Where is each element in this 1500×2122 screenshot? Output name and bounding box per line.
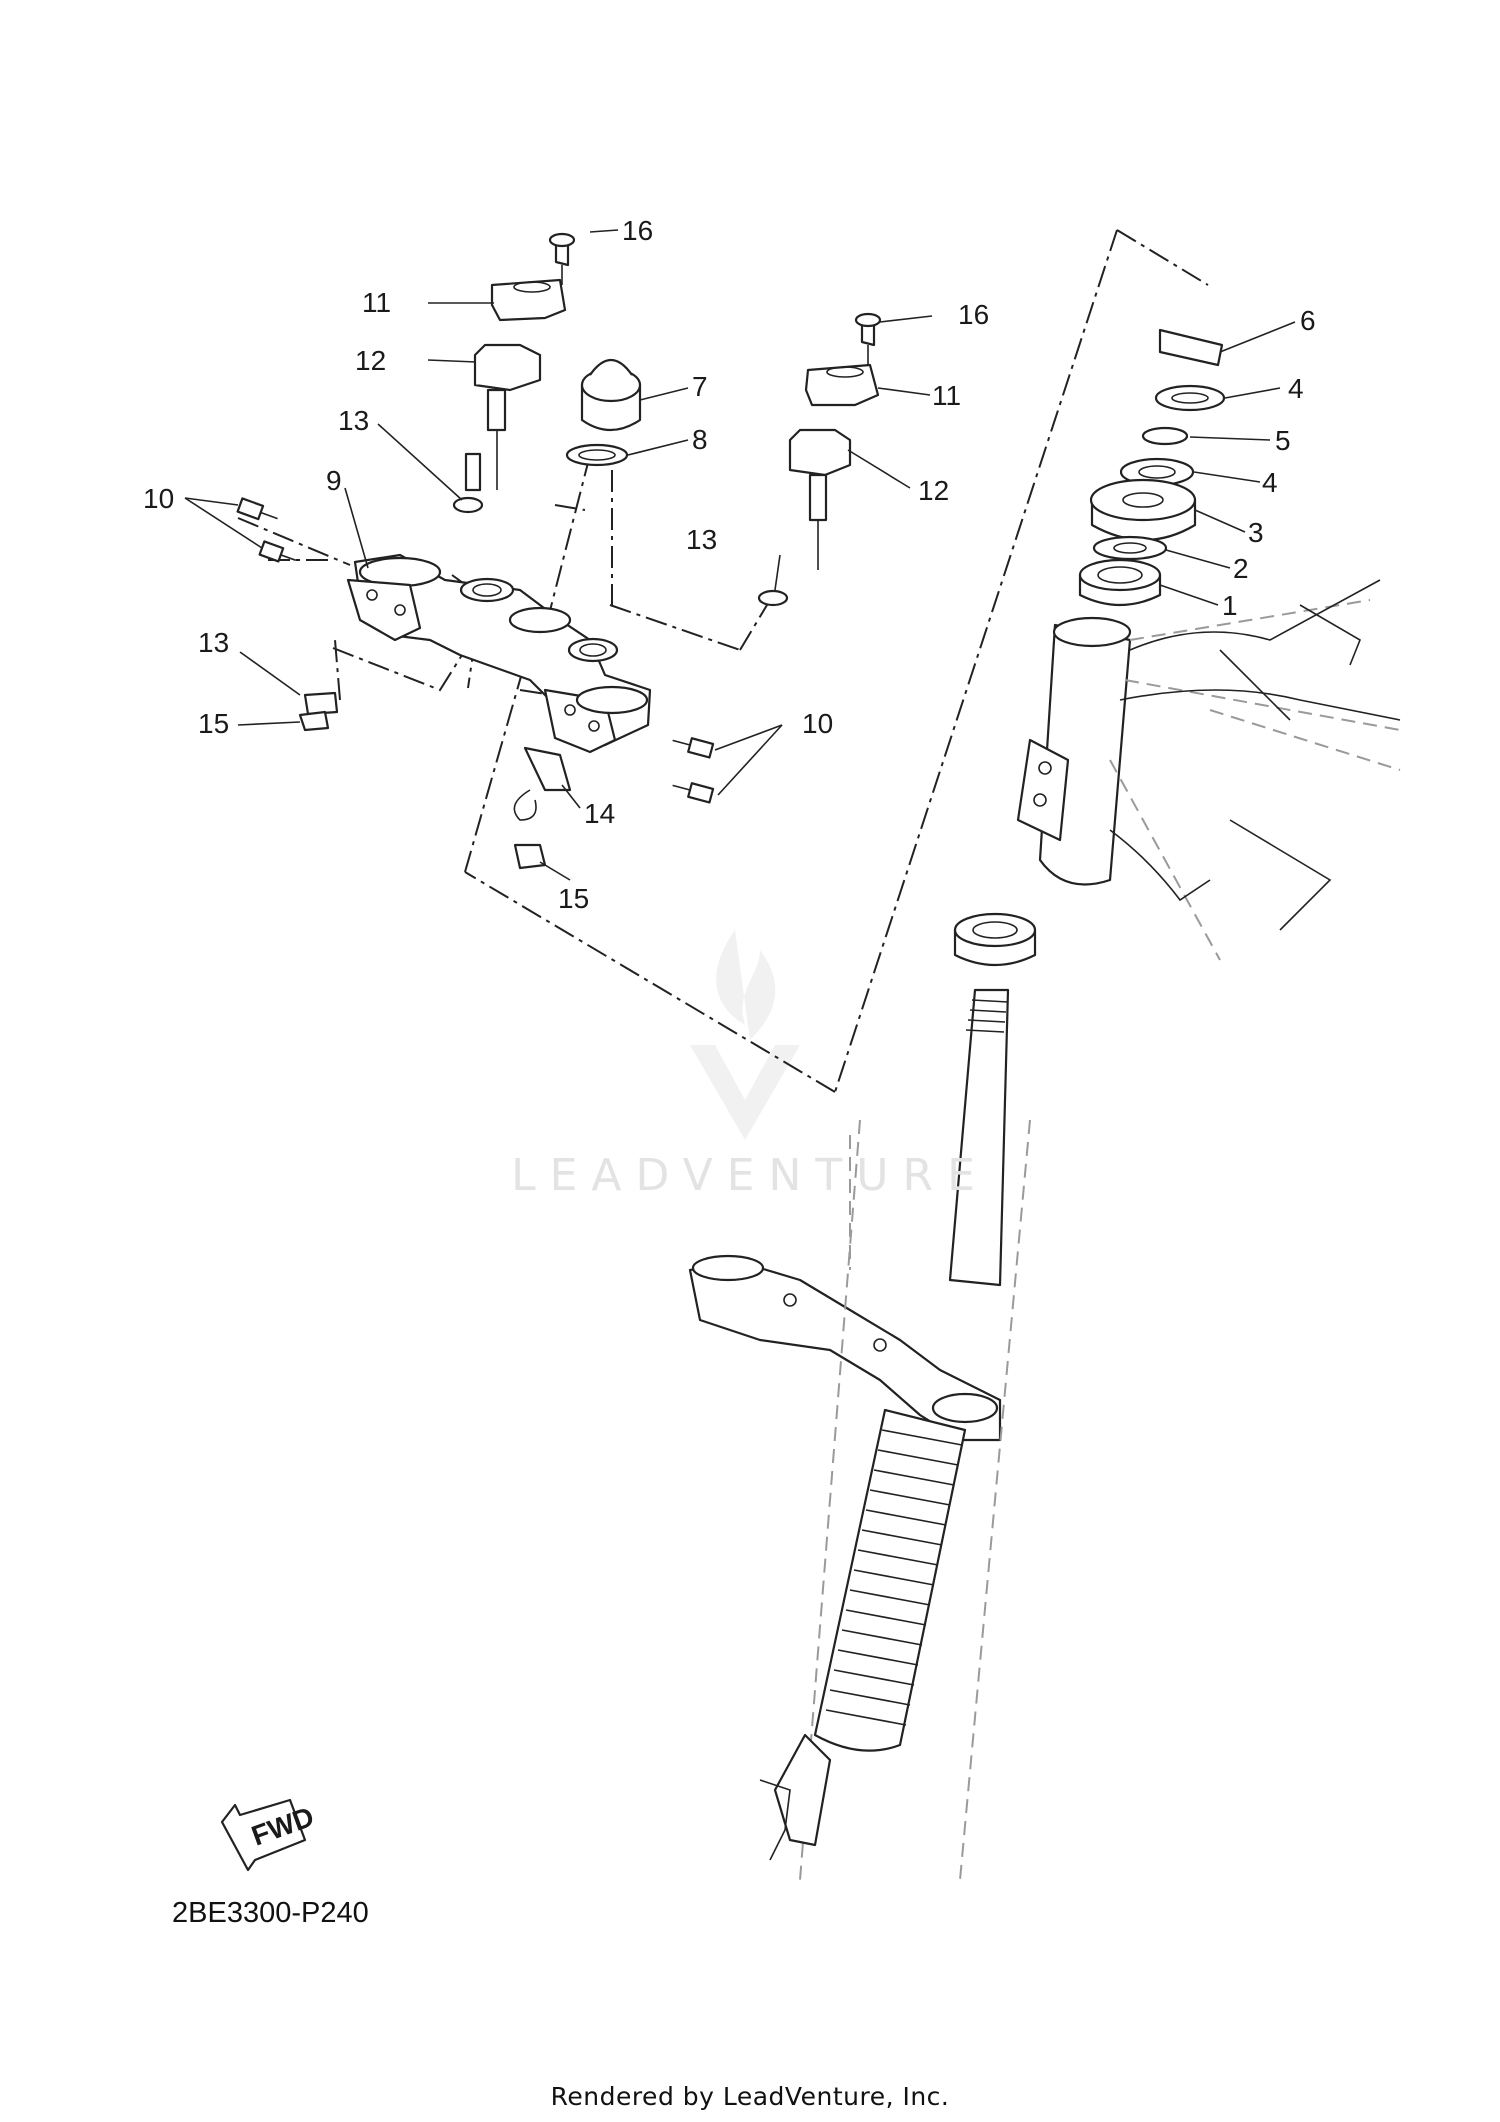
render-credit: Rendered by LeadVenture, Inc. <box>550 2082 950 2111</box>
fork-boot <box>759 1408 967 1861</box>
callout-2: 2 <box>1233 553 1249 584</box>
callout-1: 1 <box>1222 590 1238 621</box>
leader-lines <box>184 229 1296 881</box>
callout-5: 5 <box>1275 425 1291 456</box>
cable-clamp-and-clips <box>298 691 572 870</box>
fwd-arrow-icon: FWD <box>220 1798 318 1872</box>
lower-bearing-and-stem <box>948 912 1037 1287</box>
watermark-text: LEADVENTURE <box>511 1150 989 1201</box>
handlebar-upper-bracket <box>346 553 652 754</box>
callout-7: 7 <box>692 371 708 402</box>
fork-rods <box>799 1119 1031 1881</box>
callout-3: 3 <box>1248 517 1264 548</box>
callout-11-left: 11 <box>362 287 391 318</box>
callout-10-left: 10 <box>143 483 174 514</box>
watermark-logo <box>690 930 800 1140</box>
callout-9: 9 <box>326 465 342 496</box>
diagram-code: 2BE3300-P240 <box>172 1897 369 1929</box>
callout-labels: 16 11 12 13 9 10 13 15 7 8 13 16 11 12 1… <box>143 215 1316 914</box>
callout-14: 14 <box>584 798 615 829</box>
callout-8: 8 <box>692 424 708 455</box>
bolt-10-set <box>236 497 715 804</box>
callout-15-left: 15 <box>198 708 229 739</box>
under-bracket <box>688 1254 1002 1442</box>
left-holder-stack <box>452 232 576 514</box>
steering-stem-bearing-stack <box>1078 328 1226 607</box>
callout-11-right: 11 <box>932 380 961 411</box>
callout-16-right: 16 <box>958 299 989 330</box>
callout-12-right: 12 <box>918 475 949 506</box>
callout-16-left: 16 <box>622 215 653 246</box>
callout-13-left: 13 <box>338 405 369 436</box>
right-holder-stack <box>757 312 882 607</box>
callout-10-right: 10 <box>802 708 833 739</box>
callout-13-right: 13 <box>686 524 717 555</box>
callout-12-left: 12 <box>355 345 386 376</box>
callout-13-lower: 13 <box>198 627 229 658</box>
cap-nut-and-washer <box>565 358 642 467</box>
callout-6: 6 <box>1300 305 1316 336</box>
callout-15-right: 15 <box>558 883 589 914</box>
frame-head-pipe <box>1016 579 1401 961</box>
callout-4-upper: 4 <box>1288 373 1304 404</box>
callout-4-lower: 4 <box>1262 467 1278 498</box>
